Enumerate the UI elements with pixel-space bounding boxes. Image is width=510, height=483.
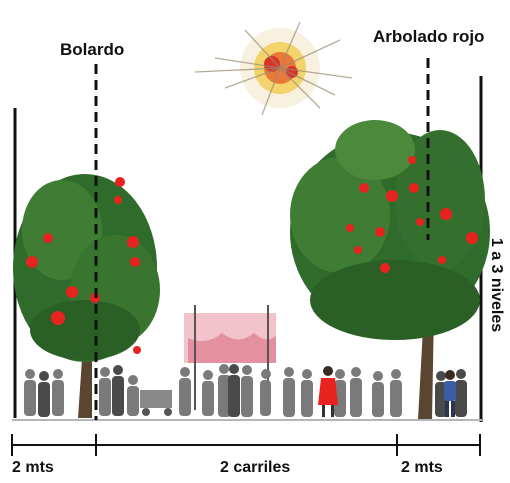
dimension-line — [11, 434, 481, 456]
sun-burst-icon — [194, 21, 353, 116]
right-tree — [290, 120, 490, 420]
pedestrians — [24, 364, 467, 417]
right-sidewalk-width-label: 2 mts — [401, 459, 443, 476]
red-trees-label: Arbolado rojo — [373, 27, 485, 46]
woman-in-red — [318, 366, 338, 417]
left-tree — [13, 174, 160, 418]
vendor-cart — [140, 390, 172, 416]
person-in-blue — [444, 370, 456, 417]
bollard-label: Bolardo — [60, 40, 125, 59]
lanes-width-label: 2 carriles — [220, 459, 291, 476]
building-height-label: 1 a 3 niveles — [488, 237, 505, 333]
market-stall — [184, 305, 276, 410]
left-sidewalk-width-label: 2 mts — [12, 459, 54, 476]
